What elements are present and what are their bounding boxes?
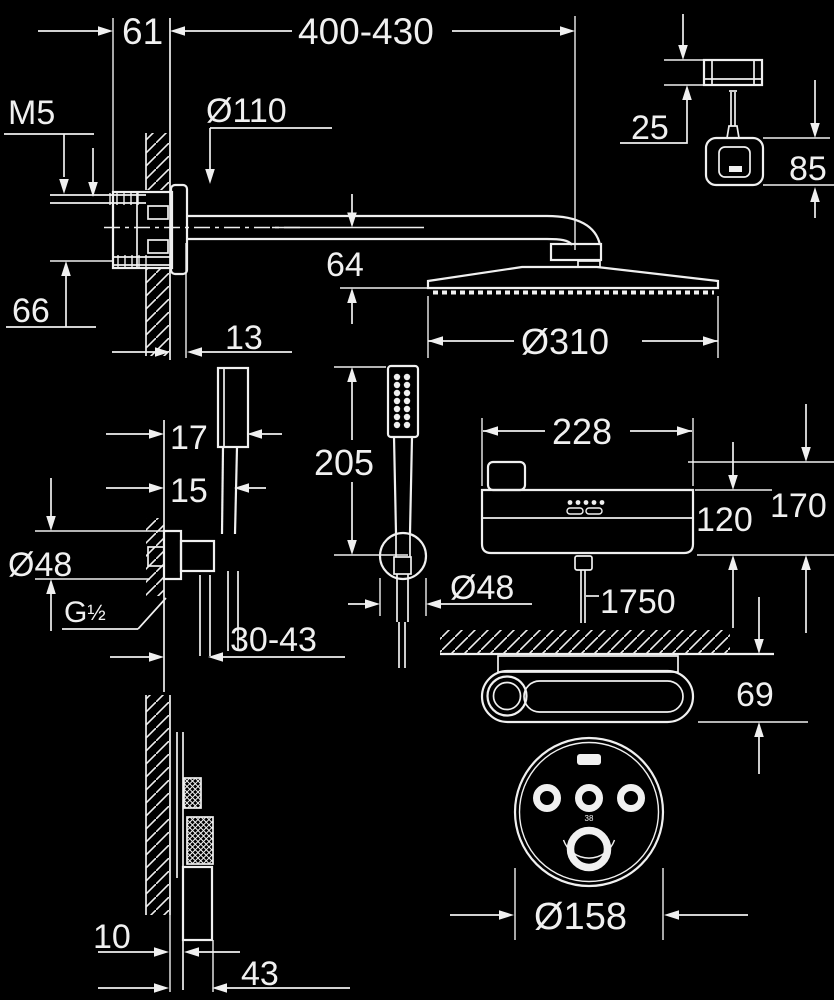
thread-label: G½ <box>64 596 106 629</box>
spray-dots <box>393 373 411 429</box>
dim-label: 69 <box>736 676 774 714</box>
dim-tray-height: 69 <box>698 597 808 774</box>
temperature-stop-label: 38 <box>585 814 594 823</box>
dim-label: 61 <box>122 11 163 52</box>
dim-holder-diameter-front: Ø48 <box>348 569 532 616</box>
dim-rosette-diameter: Ø110 <box>205 92 332 184</box>
dim-label: 66 <box>12 292 50 330</box>
hand-shower-front <box>378 364 428 668</box>
view-wall-section: 10 43 <box>93 695 350 993</box>
shower-arm <box>187 214 603 262</box>
wall-holder-side <box>147 529 216 581</box>
dim-remote-height: 85 <box>763 80 834 218</box>
dim-label: 17 <box>170 419 208 457</box>
trim-plate-inner <box>518 741 660 883</box>
controller-body <box>480 488 695 555</box>
dim-holder-projection: 30-43 <box>110 621 345 662</box>
dim-wall-offset: 13 <box>112 243 292 358</box>
remote-body <box>704 136 765 187</box>
view-controller: 228 120 170 1750 <box>480 404 834 633</box>
tray-front <box>480 669 695 724</box>
dim-controller-total-height: 170 <box>688 404 834 633</box>
dim-label: Ø110 <box>206 92 287 130</box>
dim-label: Ø310 <box>521 321 609 362</box>
dim-holder-offset-top: 17 <box>106 419 282 457</box>
valve-knob-large <box>186 816 214 865</box>
shower-hose: 1750 <box>574 555 676 623</box>
dim-controller-width: 228 <box>481 411 694 486</box>
ceiling-hatch <box>440 630 730 654</box>
dim-label: 15 <box>170 472 208 510</box>
valve-knob-small <box>183 777 202 809</box>
dim-trim-diameter: Ø158 <box>450 868 748 940</box>
fixing-screws <box>50 193 172 267</box>
dim-screw-spacing: 66 <box>6 148 98 330</box>
wall-hatch-lower <box>146 268 170 356</box>
dim-label: 205 <box>314 442 374 483</box>
dim-holder-offset-bottom: 15 <box>106 472 266 510</box>
dim-label: Ø48 <box>8 546 72 584</box>
temperature-knob <box>566 826 612 872</box>
dim-label: M5 <box>8 94 55 132</box>
controller-indicator <box>566 500 605 515</box>
dim-label: 120 <box>696 501 753 539</box>
dim-label: Ø48 <box>450 569 514 607</box>
dim-arm-depth: 61 <box>38 11 163 192</box>
select-button-3 <box>617 784 645 812</box>
dim-controller-height: 120 <box>695 442 834 628</box>
wall-hatch <box>146 518 164 596</box>
dim-label: 64 <box>326 246 364 284</box>
label-thread: G½ <box>62 596 167 630</box>
dim-holder-diameter-side: Ø48 <box>8 478 164 631</box>
dim-label: 10 <box>93 918 131 956</box>
wall-rosette <box>169 183 189 276</box>
dim-head-drop: 64 <box>272 194 428 324</box>
dim-label: 13 <box>225 319 263 357</box>
dim-holder-bar-height: 25 <box>620 14 704 147</box>
holder-bar <box>702 58 764 87</box>
dim-hand-shower-length: 205 <box>314 366 408 556</box>
remote-antenna <box>726 90 740 139</box>
dim-min-depth: 10 <box>93 918 240 957</box>
dim-label: 228 <box>552 411 612 452</box>
dim-label: 43 <box>241 955 279 993</box>
brand-logo <box>577 754 601 765</box>
view-remote-control: 25 85 <box>620 14 834 218</box>
wall-hatch <box>146 695 170 915</box>
holder-ring-front <box>378 531 428 581</box>
dim-label: 170 <box>770 487 827 525</box>
hand-shower-side <box>199 366 250 656</box>
label-screw-thread: M5 <box>4 94 94 194</box>
view-hand-shower-front: 205 Ø48 <box>314 364 532 668</box>
dim-arm-reach: 400-430 <box>170 11 576 250</box>
dim-label: 85 <box>789 150 827 188</box>
view-head-shower-side: 61 400-430 M5 66 Ø110 <box>4 11 720 362</box>
dim-label: Ø158 <box>534 896 627 938</box>
temperature-scale-arc <box>562 839 616 859</box>
remote-button <box>729 166 742 172</box>
view-tray: 69 <box>440 597 808 774</box>
view-holder-side: 17 15 Ø48 G½ <box>8 366 345 692</box>
dim-label: 1750 <box>600 583 676 621</box>
valve-body-edge <box>181 865 214 942</box>
dim-label: 400-430 <box>298 11 434 52</box>
dim-max-depth: 43 <box>98 955 350 993</box>
select-button-2 <box>575 784 603 812</box>
trim-plate-outer <box>513 736 665 888</box>
dim-label: 25 <box>631 109 669 147</box>
dim-label: 30-43 <box>230 621 317 659</box>
dim-head-diameter: Ø310 <box>427 296 719 362</box>
view-thermostat: 38 Ø158 <box>450 736 748 940</box>
arm-nut <box>549 242 603 262</box>
wall-hatch-upper <box>146 133 170 190</box>
select-button-1 <box>533 784 561 812</box>
